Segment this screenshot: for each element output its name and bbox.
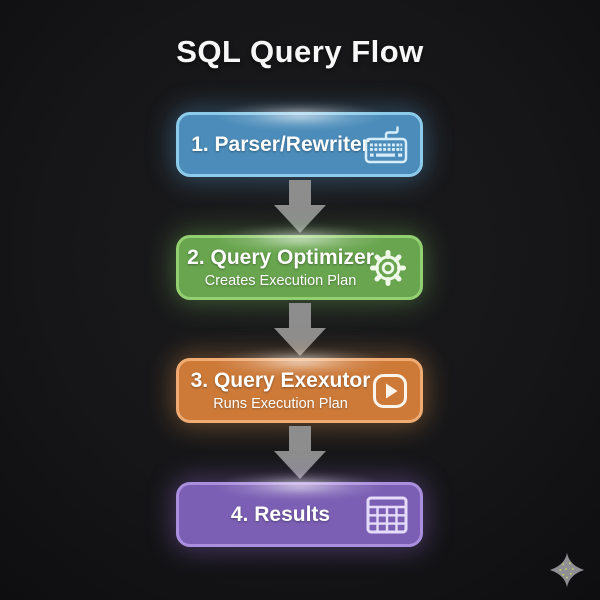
table-icon [366,496,408,534]
flow-box-parser-rewriter: 1. Parser/Rewriter [176,101,423,177]
step-label: 1. Parser/Rewriter [191,132,370,156]
gear-icon [368,248,408,288]
down-arrow-icon [274,180,326,233]
flow-box-results: 4. Results [176,471,423,547]
step-label: 3. Query Exexutor [190,369,371,393]
step-label: 4. Results [230,502,331,526]
keyboard-icon [364,125,408,164]
step-sublabel: Creates Execution Plan [204,272,357,289]
flow-box-query-executor: 3. Query Exexutor Runs Execution Plan [176,347,423,423]
step-label: 2. Query Optimizer [187,246,374,270]
sparkle-icon [549,552,585,588]
step-sublabel: Runs Execution Plan [213,395,348,412]
down-arrow-icon [274,426,326,479]
diagram-title: SQL Query Flow [176,34,424,69]
play-icon [372,373,408,409]
flow-box-query-optimizer: 2. Query Optimizer Creates Execution Pla… [176,224,423,300]
down-arrow-icon [274,303,326,356]
box-top-shine [212,101,387,131]
